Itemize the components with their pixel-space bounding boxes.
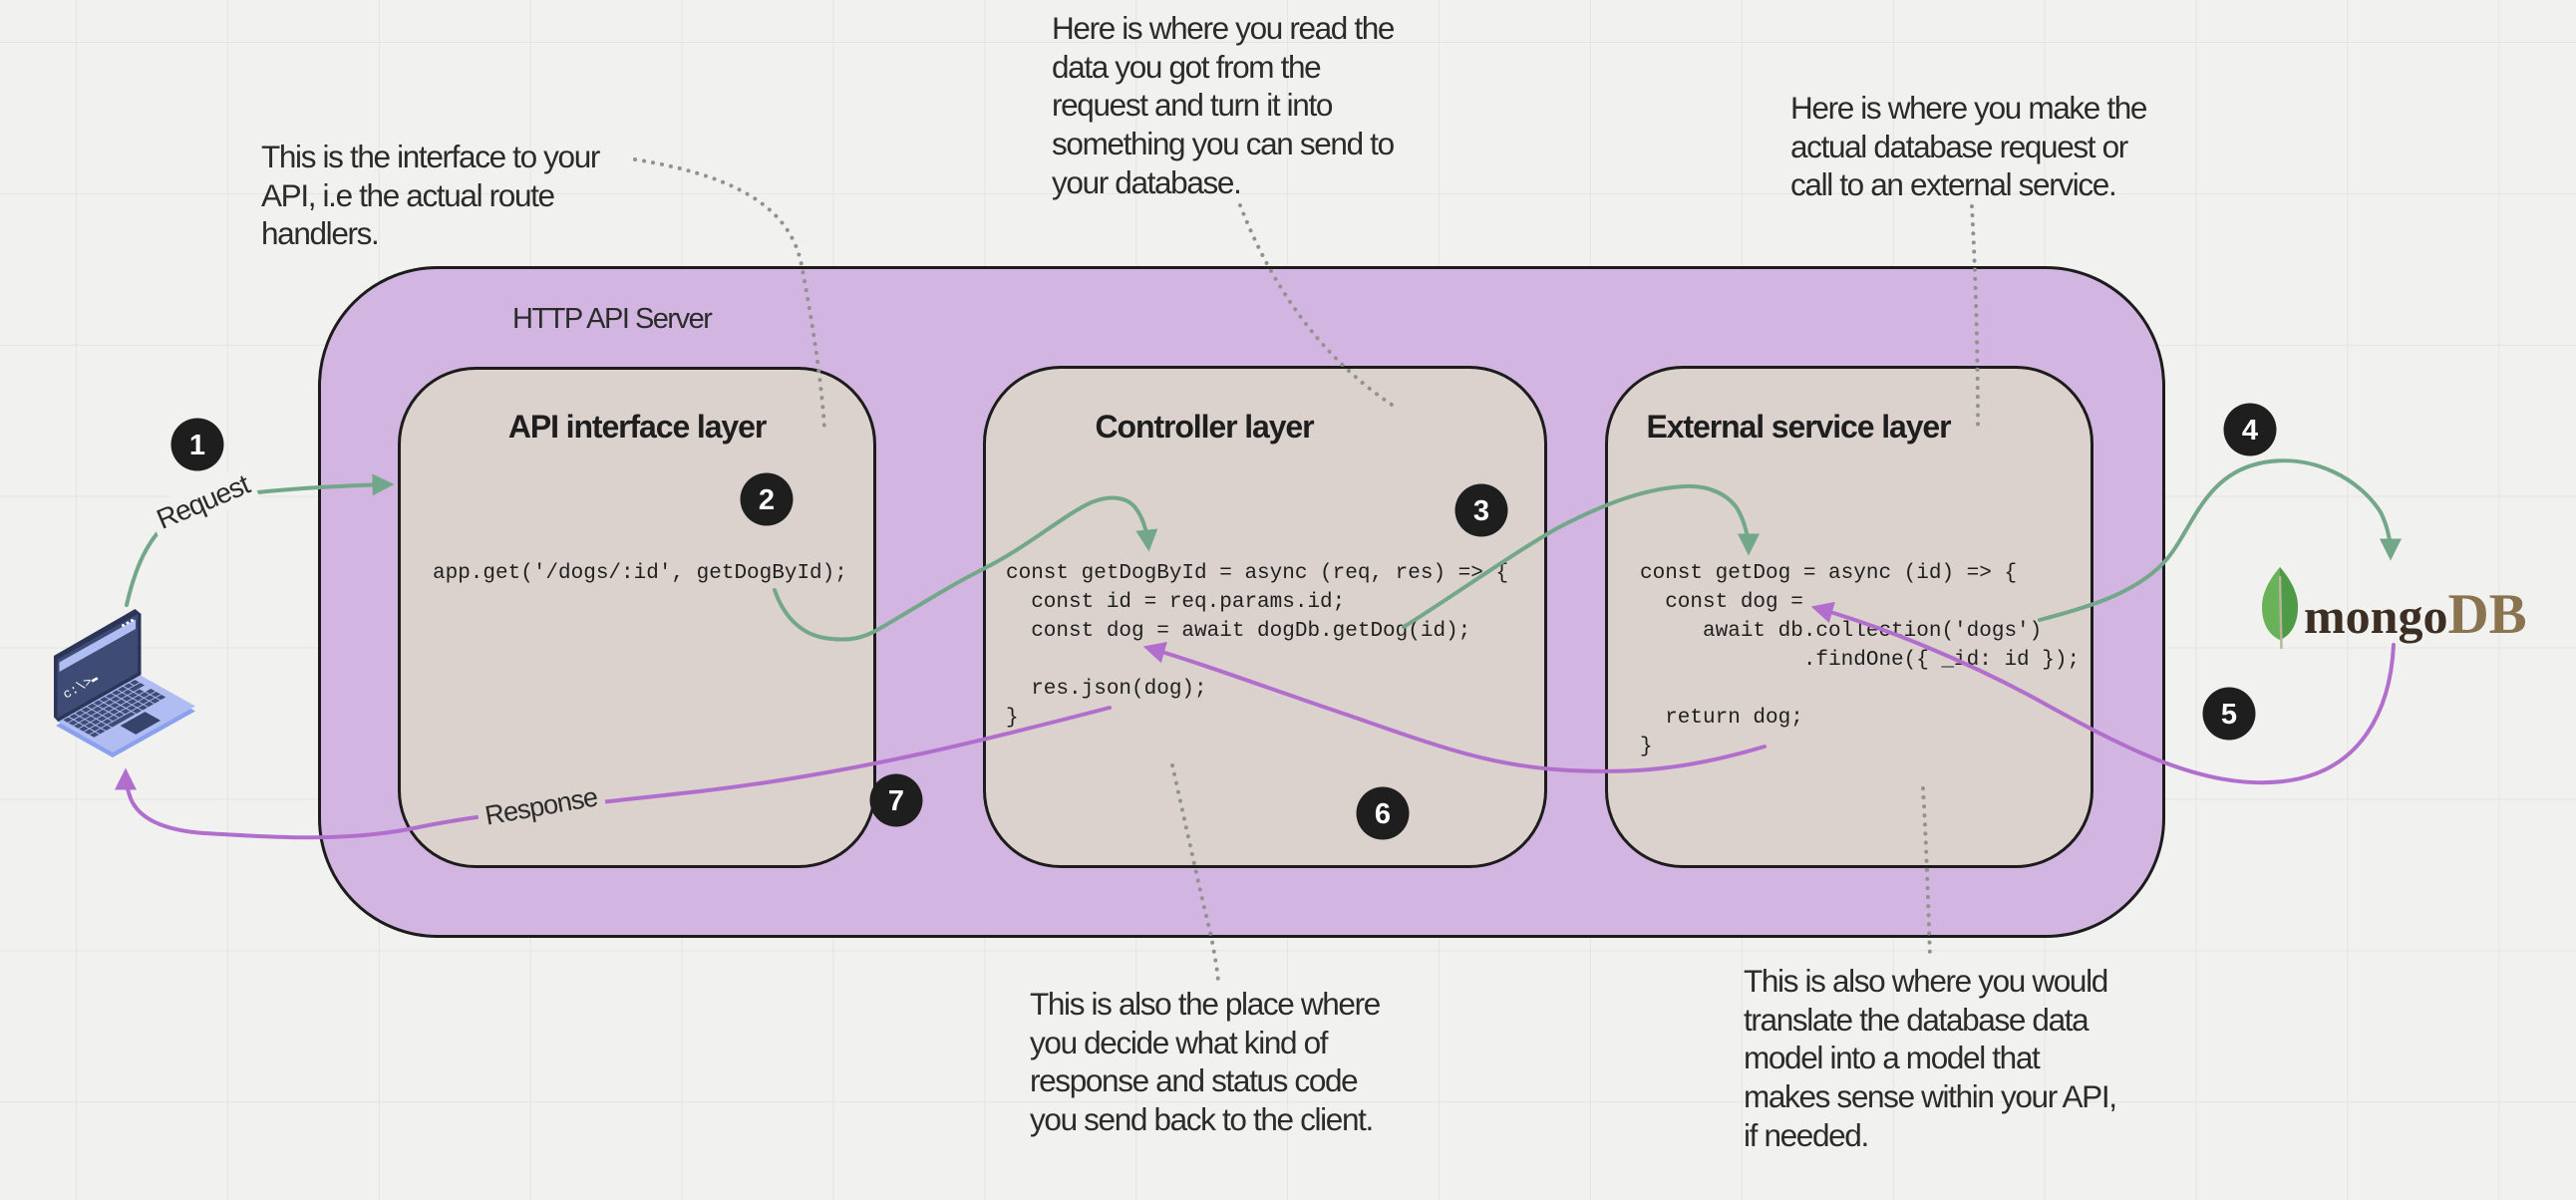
svg-text:2: 2 — [759, 484, 775, 516]
svg-text:3: 3 — [1473, 495, 1489, 527]
svg-text:6: 6 — [1375, 798, 1391, 830]
svg-text:7: 7 — [888, 785, 904, 817]
svg-text:4: 4 — [2242, 415, 2258, 447]
svg-text:1: 1 — [189, 430, 205, 461]
svg-text:5: 5 — [2221, 699, 2237, 731]
